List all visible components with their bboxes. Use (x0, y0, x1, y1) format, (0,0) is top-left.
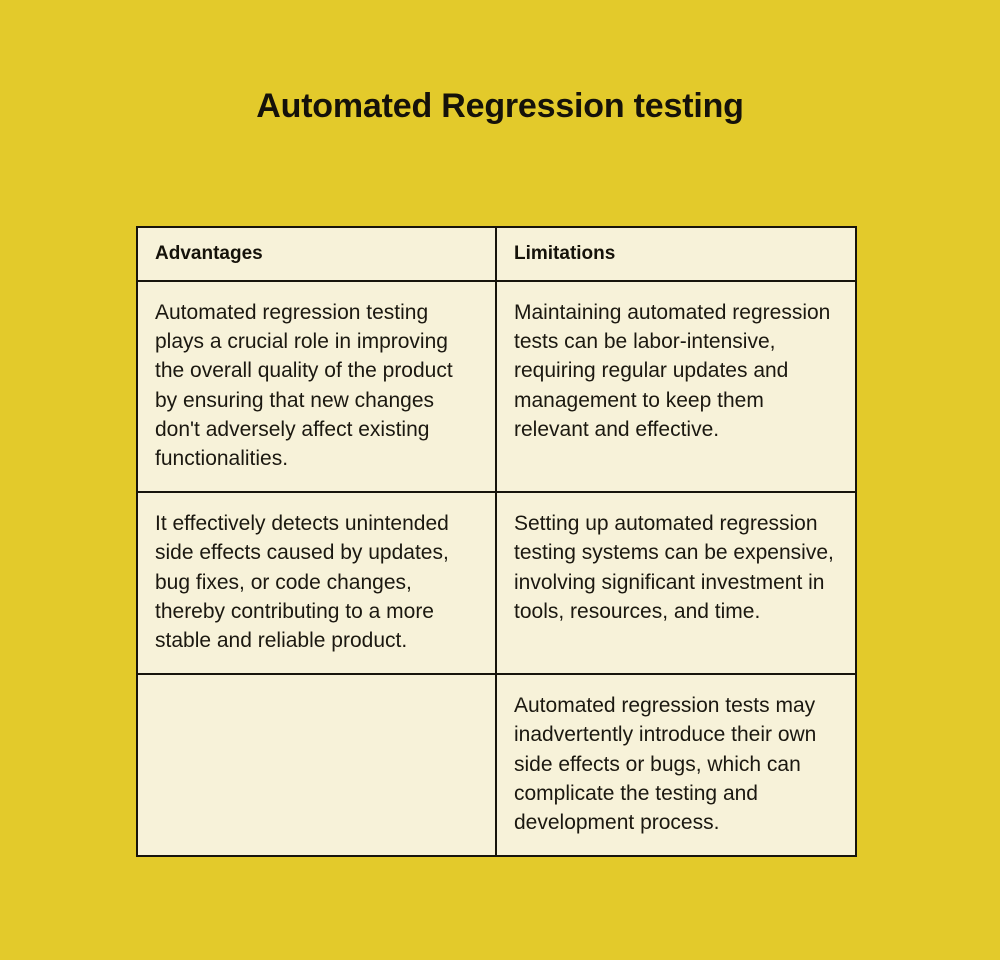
cell-text: It effectively detects unintended side e… (155, 512, 455, 653)
cell-limitations-3: Automated regression tests may inadverte… (495, 673, 857, 858)
cell-advantages-3-empty (136, 673, 497, 858)
table-row: Automated regression tests may inadverte… (136, 673, 857, 858)
cell-text: Automated regression testing plays a cru… (155, 301, 459, 471)
cell-advantages-1: Automated regression testing plays a cru… (136, 279, 497, 494)
cell-text: Setting up automated regression testing … (514, 512, 840, 623)
cell-limitations-2: Setting up automated regression testing … (495, 491, 857, 676)
table-header: Advantages Limitations (136, 226, 857, 282)
cell-text: Automated regression tests may inadverte… (514, 694, 823, 835)
page-title: Automated Regression testing (256, 87, 744, 125)
column-header-limitations: Limitations (495, 226, 857, 282)
table-body: Automated regression testing plays a cru… (136, 279, 857, 858)
cell-limitations-1: Maintaining automated regression tests c… (495, 279, 857, 494)
cell-advantages-2: It effectively detects unintended side e… (136, 491, 497, 676)
table-row: Automated regression testing plays a cru… (136, 279, 857, 494)
column-header-advantages: Advantages (136, 226, 497, 282)
table-row: It effectively detects unintended side e… (136, 491, 857, 676)
cell-text: Maintaining automated regression tests c… (514, 301, 837, 441)
table-header-row: Advantages Limitations (136, 226, 857, 282)
comparison-table-container: Advantages Limitations Automated regress… (136, 226, 857, 858)
comparison-table: Advantages Limitations Automated regress… (136, 226, 857, 858)
